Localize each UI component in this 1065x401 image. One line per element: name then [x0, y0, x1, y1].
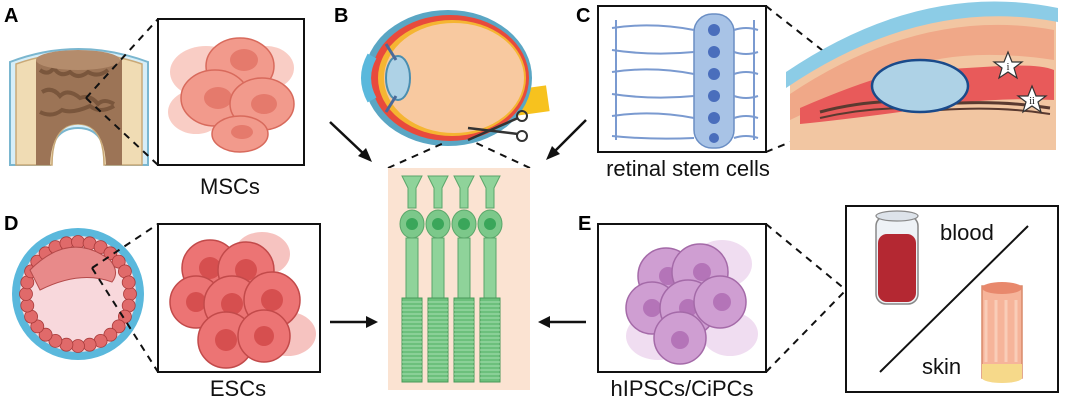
ipsc-caption: hIPSCs/CiPCs	[610, 376, 753, 401]
panel-b: B	[334, 5, 550, 169]
zoom-line	[387, 141, 447, 169]
panel-c-letter: C	[576, 5, 590, 27]
zoom-line	[85, 18, 159, 99]
bone-illustration	[9, 48, 149, 166]
trophoblast-cell	[111, 319, 126, 334]
zoom-line	[91, 223, 159, 269]
esc-caption: ESCs	[210, 376, 266, 401]
arrow-icon	[538, 316, 586, 328]
trophoblast-cell	[38, 327, 53, 342]
eye-illustration	[361, 10, 550, 146]
ipsc-cell-cluster	[625, 240, 758, 365]
scissors-icon	[467, 110, 528, 142]
trophoblast-cell	[121, 275, 136, 290]
msc-caption: MSCs	[200, 174, 260, 199]
panel-d: D ESCs	[4, 213, 321, 401]
esc-cell-cluster	[169, 232, 316, 369]
panel-c: C retinal stem cells	[576, 1, 1058, 181]
trophoblast-cell	[71, 235, 85, 249]
arrow-icon	[546, 119, 587, 160]
photoreceptor-cell	[425, 175, 451, 383]
marker-i: i	[1007, 62, 1010, 73]
retinal-caption: retinal stem cells	[606, 156, 770, 181]
zoom-line	[765, 5, 851, 73]
blood-label: blood	[940, 220, 994, 245]
panel-d-letter: D	[4, 213, 18, 235]
trophoblast-cell	[30, 319, 45, 334]
skin-sample	[981, 282, 1023, 383]
panel-b-letter: B	[334, 5, 348, 27]
arrow-icon	[329, 121, 372, 162]
trophoblast-cell	[20, 298, 35, 313]
photoreceptor-cell	[477, 175, 503, 383]
zoom-line	[473, 141, 531, 169]
blood-tube	[875, 210, 919, 305]
zoom-line	[765, 223, 847, 291]
panel-a-letter: A	[4, 5, 18, 27]
panel-e: E hIPSCs/CiPCs blood	[578, 205, 1059, 401]
skin-label: skin	[922, 354, 961, 379]
star-marker-icon: ii	[1016, 84, 1048, 114]
zoom-line	[765, 289, 847, 373]
trophoblast-cell	[123, 287, 137, 301]
zoom-line	[85, 97, 159, 166]
blastocyst-illustration	[12, 228, 144, 360]
photoreceptor-cell	[451, 175, 477, 383]
star-marker-icon: i	[992, 50, 1024, 80]
trophoblast-cell	[103, 327, 118, 342]
photoreceptor-panel	[388, 168, 530, 390]
photoreceptor-cell	[399, 175, 425, 383]
divider-line	[879, 225, 1029, 373]
retinal-stem-cells	[611, 13, 759, 149]
trophoblast-cell	[19, 287, 33, 301]
trophoblast-cell	[82, 337, 97, 352]
trophoblast-cell	[71, 339, 85, 353]
marker-ii: ii	[1029, 96, 1035, 107]
panel-a: A MSCs	[4, 5, 305, 199]
ciliary-margin-illustration	[786, 1, 1058, 150]
arrow-icon	[330, 316, 378, 328]
msc-cell-cluster	[168, 37, 295, 153]
trophoblast-cell	[48, 333, 63, 348]
trophoblast-cell	[111, 254, 126, 269]
panel-e-letter: E	[578, 213, 591, 235]
retinal-zoom-box	[597, 5, 767, 153]
